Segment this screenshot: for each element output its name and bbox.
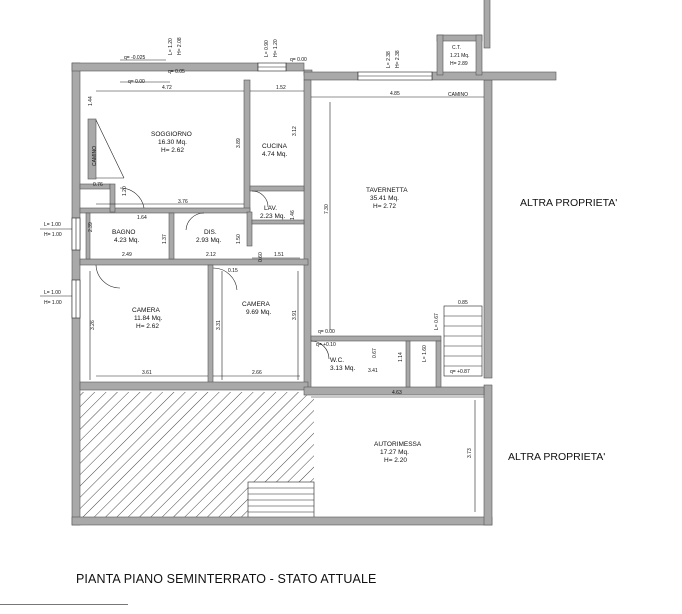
room-soggiorno-area: 16.30 Mq.	[158, 139, 187, 146]
window-wc-l: L= 0.67	[434, 313, 440, 330]
window-3-l: L= 2.38	[386, 51, 392, 68]
dim-146: 1.46	[290, 210, 296, 220]
dim-015: 0.15	[228, 268, 238, 274]
room-tavernetta-area: 35.41 Mq.	[370, 195, 399, 202]
window-2-l: L= 0.90	[264, 40, 270, 57]
door-swings	[95, 187, 330, 360]
dim-326: 3.26	[90, 320, 96, 330]
room-bagno-name: BAGNO	[112, 229, 135, 236]
level-q-000-top: q= 0.00	[290, 57, 307, 63]
dim-239: 2.39	[88, 222, 94, 232]
dim-150: 1.50	[236, 234, 242, 244]
dim-391: 3.91	[292, 310, 298, 320]
level-q-000-tav: q= 0.00	[318, 329, 335, 335]
room-lav-area: 2.23 Mq.	[260, 213, 285, 220]
room-cucina-name: CUCINA	[262, 143, 288, 150]
dim-085: 0.85	[458, 300, 468, 306]
dim-312: 3.12	[292, 126, 298, 136]
dim-212: 2.12	[206, 252, 216, 258]
dim-389: 3.89	[236, 138, 242, 148]
dim-144: 1.44	[88, 96, 94, 106]
dim-137: 1.37	[162, 234, 168, 244]
stair-right	[443, 305, 483, 377]
room-camera2-name: CAMERA	[242, 301, 270, 308]
room-camera1-name: CAMERA	[132, 307, 160, 314]
room-camera2-area: 9.69 Mq.	[246, 309, 271, 316]
dim-730: 7.30	[324, 204, 330, 214]
bottom-divider	[0, 604, 128, 605]
window-5-h: H= 1.00	[44, 300, 62, 306]
window-1-h: H= 2.08	[177, 37, 183, 55]
dim-472: 4.72	[162, 85, 172, 91]
dim-060: 0.60	[258, 252, 264, 262]
altra-proprieta-bottom: ALTRA PROPRIETA'	[508, 451, 605, 463]
dim-067: 0.67	[372, 348, 378, 358]
dim-151: 1.51	[274, 252, 284, 258]
dim-249: 2.49	[122, 252, 132, 258]
level-q-p087: q= +0.87	[450, 369, 470, 375]
room-camera1-area: 11.84 Mq.	[134, 315, 163, 322]
dim-361: 3.61	[142, 370, 152, 376]
dim-152: 1.52	[276, 85, 286, 91]
camino-right-label: CAMINO	[448, 92, 468, 98]
room-autorimessa-height: H= 2.20	[384, 457, 407, 464]
dim-266: 2.66	[252, 370, 262, 376]
room-tavernetta-height: H= 2.72	[373, 203, 396, 210]
window-3-h: H= 2.38	[395, 50, 401, 68]
room-soggiorno-name: SOGGIORNO	[151, 131, 192, 138]
camino-left-hood	[95, 119, 125, 179]
dim-120: 1.20	[122, 186, 128, 196]
dim-331: 3.31	[216, 320, 222, 330]
level-q-m0025: q= -0.025	[124, 55, 145, 61]
window-1-l: L= 1.20	[168, 38, 174, 55]
window-2-h: H= 1.20	[273, 39, 279, 57]
level-q-005: q= 0.05	[168, 69, 185, 75]
dim-485: 4.85	[390, 91, 400, 97]
leader-lines	[40, 59, 170, 297]
dim-076: 0.76	[93, 182, 103, 188]
dimension-lines	[89, 90, 484, 512]
level-q-p010: q= +0.10	[316, 342, 336, 348]
room-autorimessa-area: 17.27 Mq.	[380, 449, 409, 456]
interior-walls	[79, 79, 485, 396]
room-cucina-area: 4.74 Mq.	[262, 151, 287, 158]
room-ct-area: 1.21 Mq.	[450, 53, 469, 59]
room-soggiorno-height: H= 2.62	[161, 147, 184, 154]
level-q-000-room: q= 0.00	[128, 79, 145, 85]
room-dis-area: 2.93 Mq.	[196, 237, 221, 244]
dim-164: 1.64	[137, 215, 147, 221]
camino-left-label: CAMINO	[92, 146, 98, 166]
room-lav-name: LAV.	[264, 205, 277, 212]
dim-373: 3.73	[467, 448, 473, 458]
dim-341: 3.41	[368, 368, 378, 374]
plan-title: PIANTA PIANO SEMINTERRATO - STATO ATTUAL…	[76, 572, 377, 586]
room-dis-name: DIS.	[204, 229, 217, 236]
left-windows	[71, 217, 81, 319]
room-wc-area: 3.13 Mq.	[330, 365, 355, 372]
room-bagno-area: 4.23 Mq.	[114, 237, 139, 244]
stair-bottom	[247, 481, 315, 519]
window-4-l: L= 1.00	[44, 222, 61, 228]
room-autorimessa-name: AUTORIMESSA	[374, 441, 422, 448]
room-tavernetta-name: TAVERNETTA	[366, 187, 408, 194]
room-ct-height: H= 2.89	[450, 61, 468, 67]
room-camera1-height: H= 2.62	[136, 323, 159, 330]
dim-376: 3.76	[178, 199, 188, 205]
room-ct-name: C.T.	[452, 45, 461, 51]
altra-proprieta-top: ALTRA PROPRIETA'	[520, 197, 617, 209]
room-wc-name: W.C.	[330, 357, 344, 364]
top-windows	[257, 62, 433, 81]
window-5-l: L= 1.00	[44, 290, 61, 296]
window-wc-l2: L= 1.60	[422, 345, 428, 362]
window-4-h: H= 1.00	[44, 232, 62, 238]
dim-114: 1.14	[398, 352, 404, 362]
dim-463: 4.63	[392, 390, 402, 396]
